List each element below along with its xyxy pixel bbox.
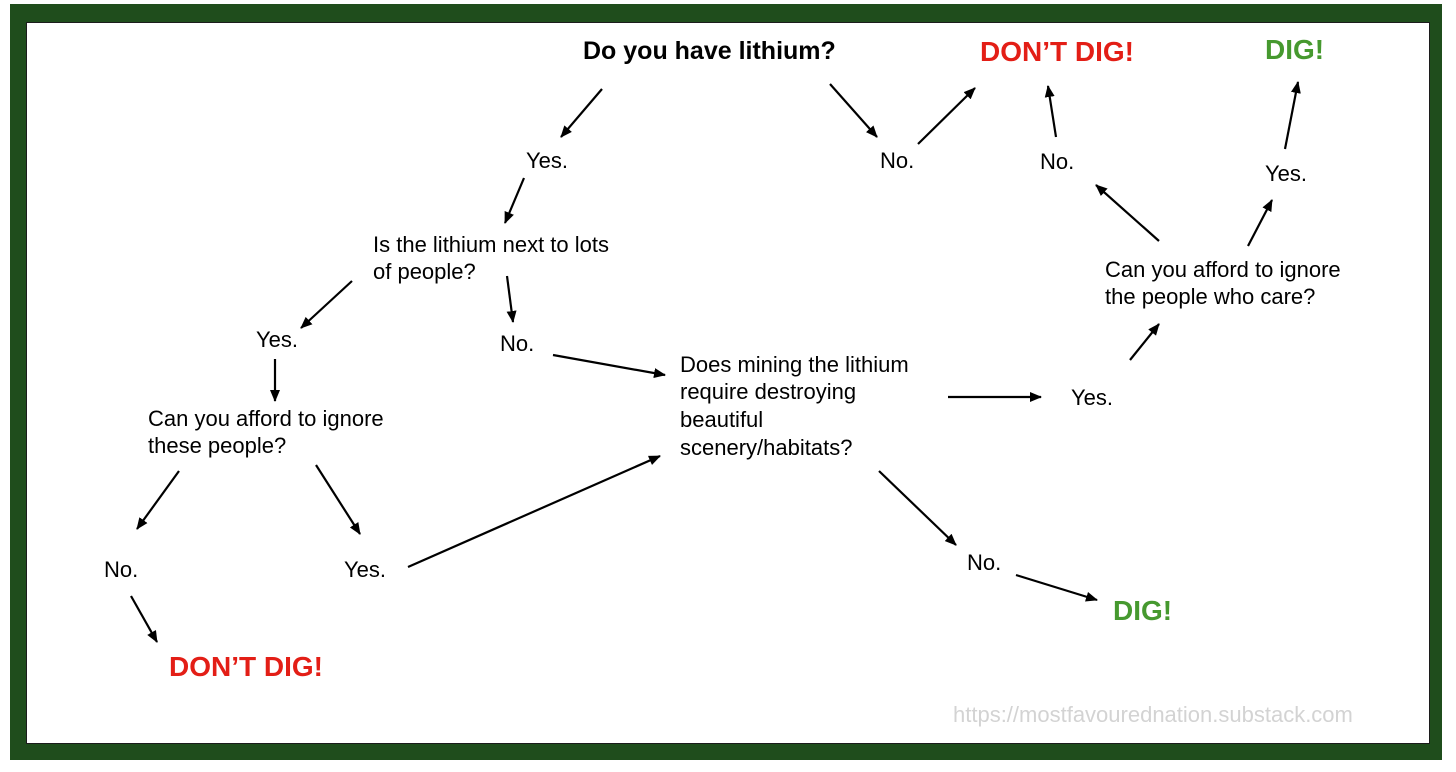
care-question-line-1: Can you afford to ignore (1105, 257, 1341, 282)
ignore-people-line-2: these people? (148, 433, 287, 458)
arrow-start-to-yes (560, 88, 603, 138)
arrow-no-to-dont-dig-right (1044, 85, 1058, 138)
ignore-people-no-label: No. (104, 557, 139, 582)
arrow-start-to-no (829, 83, 878, 138)
care-no-label: No. (1040, 149, 1075, 174)
arrow-no-to-scenery (552, 353, 666, 378)
arrow-care-to-no (1095, 184, 1160, 242)
arrow-care-to-yes (1247, 199, 1273, 247)
start-no-label: No. (880, 148, 915, 173)
people-question-line-1: Is the lithium next to lots (373, 232, 609, 257)
arrow-ignore-to-no (136, 470, 180, 530)
dig-top-result: DIG! (1265, 34, 1325, 65)
arrow-people-to-yes (300, 280, 353, 329)
arrow-ignore-to-yes (315, 464, 361, 535)
care-yes-label: Yes. (1265, 161, 1308, 186)
dont-dig-top-result: DON’T DIG! (980, 36, 1134, 67)
care-question-line-2: the people who care? (1105, 284, 1316, 309)
ignore-people-yes-label: Yes. (344, 557, 387, 582)
people-yes-label: Yes. (256, 327, 299, 352)
arrow-no-to-dont-dig-bottom (130, 595, 158, 643)
ignore-people-line-1: Can you afford to ignore (148, 406, 384, 431)
arrow-yes-to-dig-top (1283, 81, 1301, 150)
dont-dig-bottom-result: DON’T DIG! (169, 651, 323, 682)
arrow-people-to-no (505, 275, 517, 323)
diagram-canvas (26, 22, 1430, 744)
arrow-yes-to-care-question (1129, 323, 1160, 361)
scenery-question-line-3: beautiful (680, 407, 764, 432)
arrow-no-to-dig-bottom (1015, 573, 1098, 602)
arrow-no-to-dont-dig-top (917, 87, 976, 145)
arrow-scenery-to-no (878, 470, 957, 546)
people-question-line-2: of people? (373, 259, 476, 284)
watermark-url: https://mostfavourednation.substack.com (953, 702, 1353, 727)
scenery-yes-label: Yes. (1071, 385, 1114, 410)
scenery-question-line-2: require destroying (680, 379, 857, 404)
people-no-label: No. (500, 331, 535, 356)
scenery-question-line-1: Does mining the lithium (680, 352, 909, 377)
dig-bottom-result: DIG! (1113, 595, 1173, 626)
scenery-question-line-4: scenery/habitats? (680, 435, 853, 460)
start-question: Do you have lithium? (583, 37, 836, 65)
arrow-yes-to-people-question (503, 177, 526, 224)
scenery-no-label: No. (967, 550, 1002, 575)
start-yes-label: Yes. (526, 148, 569, 173)
arrow-yes-to-scenery (407, 454, 661, 569)
